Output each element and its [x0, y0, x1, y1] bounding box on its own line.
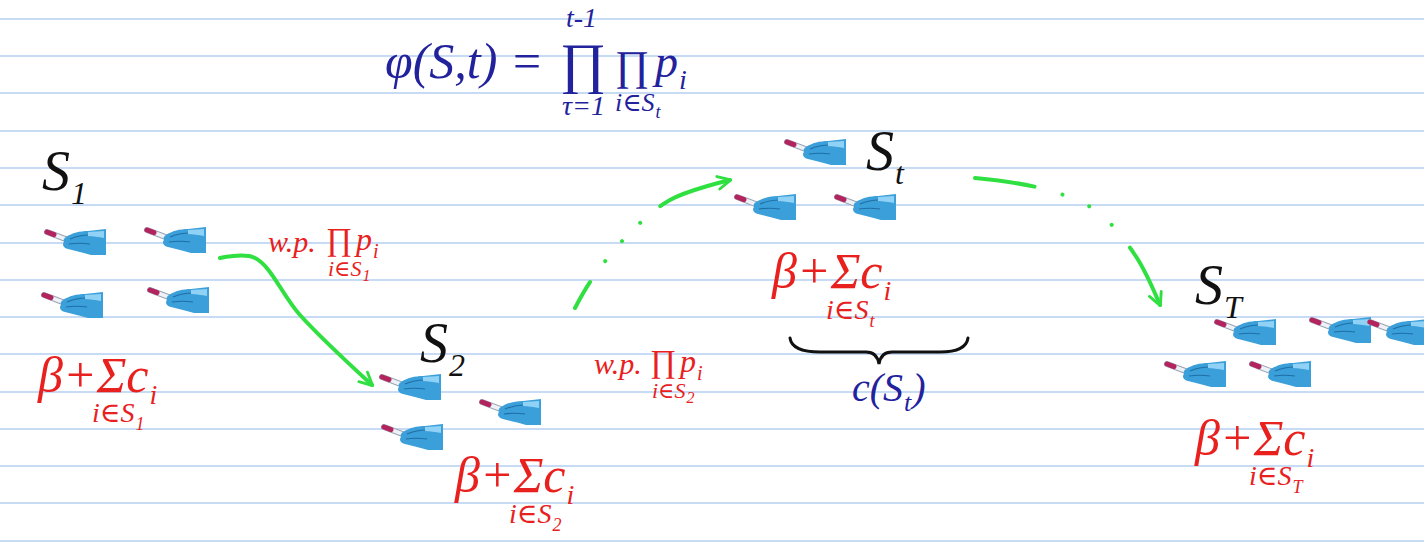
- hand-test-tube-icon: [1167, 361, 1226, 387]
- set-subscript: t: [895, 157, 904, 189]
- cost-function: c(S: [852, 368, 903, 408]
- product-symbol: ∏: [615, 45, 650, 87]
- sum-index: i∈S: [92, 399, 135, 427]
- index-subscript: t: [655, 103, 660, 121]
- hand-test-tube-icon: [737, 194, 796, 220]
- state-set-group: S1β+Σcii∈S1: [35, 133, 220, 438]
- hand-test-tube-icon: [482, 399, 541, 425]
- notebook-rule: [0, 167, 1424, 169]
- hand-test-tube-icon: [837, 194, 896, 220]
- set-subscript: T: [1224, 291, 1242, 323]
- cost-subscript: i: [567, 481, 575, 509]
- hand-test-tube-icon: [1252, 361, 1311, 387]
- notebook-rule: [0, 540, 1424, 542]
- sum-index: i∈S: [826, 296, 869, 324]
- hand-test-tube-icon: [47, 229, 106, 255]
- hand-test-tube-icon: [384, 424, 443, 450]
- cost-subscript: i: [150, 381, 158, 409]
- notebook-rule: [0, 242, 1424, 244]
- cost-subscript: i: [1307, 444, 1315, 472]
- product-index: i∈S: [328, 258, 361, 280]
- transition-probability-label: w.p.: [268, 227, 316, 257]
- product-symbol: ∏: [326, 223, 352, 255]
- hand-test-tube-icon: [150, 287, 209, 313]
- probability-term: p: [680, 345, 696, 377]
- cost-formula: β+Σc: [772, 246, 883, 296]
- cost-subscript: i: [884, 277, 892, 305]
- transition-arrow: [575, 180, 730, 308]
- index-subscript: i: [373, 241, 379, 261]
- sum-index-subscript: 1: [136, 415, 145, 433]
- underbrace: [790, 338, 968, 364]
- cost-formula: β+Σc: [1195, 413, 1306, 463]
- hand-test-tube-icon: [1370, 319, 1424, 345]
- notebook-rule: [0, 55, 1424, 57]
- set-subscript: 2: [449, 349, 465, 381]
- notebook-rule: [0, 502, 1424, 504]
- hand-test-tube-icon: [44, 292, 103, 318]
- product-lower-limit: τ=1: [562, 92, 605, 120]
- set-label: S: [866, 123, 894, 179]
- notebook-rule: [0, 316, 1424, 318]
- transition-arrow: [975, 178, 1160, 305]
- notebook-rule: [0, 391, 1424, 393]
- notebook-rule: [0, 465, 1424, 467]
- sum-index: i∈S: [509, 500, 552, 528]
- index-subscript: i: [697, 363, 703, 383]
- notebook-rule: [0, 18, 1424, 20]
- index-subscript: i: [679, 66, 687, 94]
- state-set-group: Stβ+Σcii∈St: [730, 120, 975, 337]
- notebook-rule: [0, 92, 1424, 94]
- hand-test-tube-icon: [382, 374, 441, 400]
- state-set-group: STβ+Σcii∈ST: [1160, 255, 1422, 502]
- sum-index-subscript: 2: [553, 516, 562, 534]
- cost-formula: β+Σc: [38, 350, 149, 400]
- transition-probability-label: w.p.: [594, 349, 642, 379]
- index-subscript: 1: [362, 268, 370, 284]
- set-subscript: 1: [71, 177, 87, 209]
- probability-term: p: [356, 223, 372, 255]
- cost-function-subscript: t: [904, 390, 911, 416]
- hand-test-tube-icon: [787, 139, 846, 165]
- notebook-rule: [0, 204, 1424, 206]
- set-label: S: [420, 315, 448, 371]
- state-set-group: S2β+Σcii∈S2: [372, 308, 627, 548]
- notebook-rule: [0, 353, 1424, 355]
- product-symbol: ∏: [650, 345, 676, 377]
- cost-formula: β+Σc: [455, 450, 566, 500]
- sum-index: i∈S: [1249, 462, 1292, 490]
- probability-term: p: [655, 39, 678, 85]
- sum-index-subscript: t: [870, 312, 875, 330]
- hand-test-tube-icon: [147, 227, 206, 253]
- set-label: S: [1195, 257, 1223, 313]
- sum-index-subscript: T: [1293, 478, 1303, 496]
- product-index: i∈S: [615, 90, 654, 116]
- hand-test-tube-icon: [1312, 317, 1371, 343]
- set-label: S: [42, 143, 70, 199]
- cost-function: ): [912, 368, 925, 408]
- transition-arrow: [220, 256, 372, 385]
- index-subscript: 2: [686, 390, 694, 406]
- product-symbol: ∏: [560, 35, 606, 91]
- notebook-rule: [0, 130, 1424, 132]
- product-upper-limit: t-1: [566, 4, 597, 32]
- formula-term: φ(S,t) =: [385, 36, 544, 86]
- product-index: i∈S: [652, 380, 685, 402]
